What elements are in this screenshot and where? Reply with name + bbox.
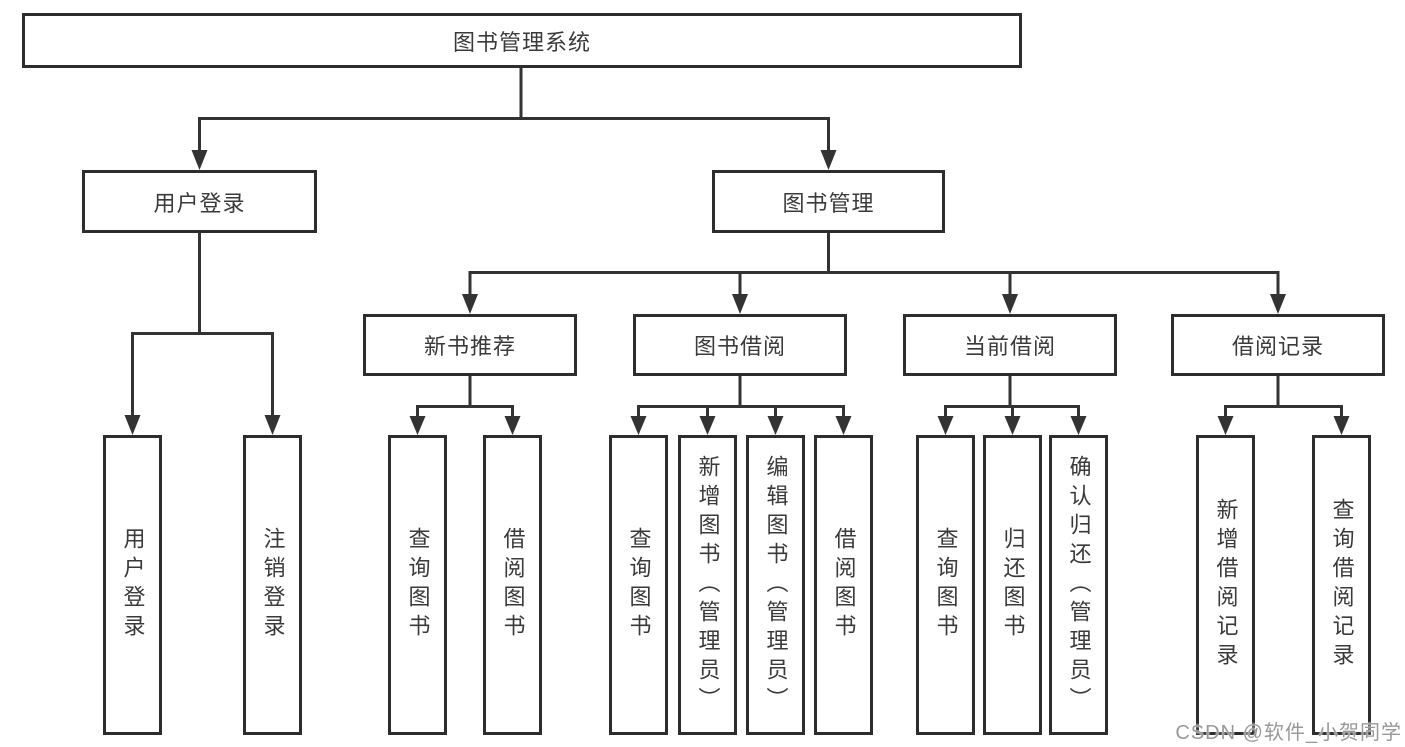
leaf-label: 借阅图书: [500, 527, 526, 643]
connector-book-borrow-children: [630, 376, 852, 435]
leaf-label: 查询借阅记录: [1329, 498, 1355, 672]
leaf-label: 借阅图书: [831, 527, 857, 643]
node-book-management: 图书管理: [712, 170, 945, 233]
leaf-add-books-admin: 新增图书（管理员）: [678, 435, 737, 735]
csdn-watermark: CSDN @软件_小贺同学: [1175, 722, 1402, 744]
leaf-edit-books-admin: 编辑图书（管理员）: [746, 435, 805, 735]
leaf-label: 用户登录: [120, 527, 146, 643]
leaf-label: 查询图书: [405, 527, 431, 643]
node-new-book-recommendation: 新书推荐: [363, 314, 577, 376]
leaf-user-login: 用户登录: [103, 435, 162, 735]
connector-current-borrow-children: [937, 376, 1087, 435]
leaf-confirm-return-admin: 确认归还（管理员）: [1049, 435, 1108, 735]
leaf-query-books: 查询图书: [916, 435, 975, 735]
node-borrowing-records: 借阅记录: [1171, 314, 1385, 376]
leaf-logout: 注销登录: [243, 435, 302, 735]
leaf-label: 注销登录: [260, 527, 286, 643]
leaf-label: 查询图书: [933, 527, 959, 643]
node-library-management-system: 图书管理系统: [22, 13, 1022, 68]
leaf-label: 确认归还（管理员）: [1066, 454, 1092, 716]
leaf-label: 查询图书: [626, 527, 652, 643]
connector-root-to-level2: [191, 68, 837, 170]
leaf-query-books: 查询图书: [609, 435, 668, 735]
leaf-add-borrow-record: 新增借阅记录: [1196, 435, 1255, 735]
leaf-borrow-books: 借阅图书: [483, 435, 542, 735]
leaf-label: 归还图书: [1000, 527, 1026, 643]
leaf-return-books: 归还图书: [983, 435, 1042, 735]
connector-new-book-rec-children: [409, 376, 521, 435]
node-user-login: 用户登录: [82, 170, 317, 233]
connector-book-mgmt-children: [462, 233, 1286, 314]
leaf-label: 新增借阅记录: [1213, 498, 1239, 672]
leaf-query-books: 查询图书: [388, 435, 447, 735]
leaf-borrow-books: 借阅图书: [814, 435, 873, 735]
leaf-label: 编辑图书（管理员）: [763, 454, 789, 716]
leaf-query-borrow-record: 查询借阅记录: [1312, 435, 1371, 735]
node-book-borrowing: 图书借阅: [633, 314, 847, 376]
leaf-label: 新增图书（管理员）: [695, 454, 721, 716]
connector-borrow-records-children: [1217, 376, 1350, 435]
node-current-borrowing: 当前借阅: [903, 314, 1117, 376]
connector-user-login-children: [124, 233, 281, 435]
